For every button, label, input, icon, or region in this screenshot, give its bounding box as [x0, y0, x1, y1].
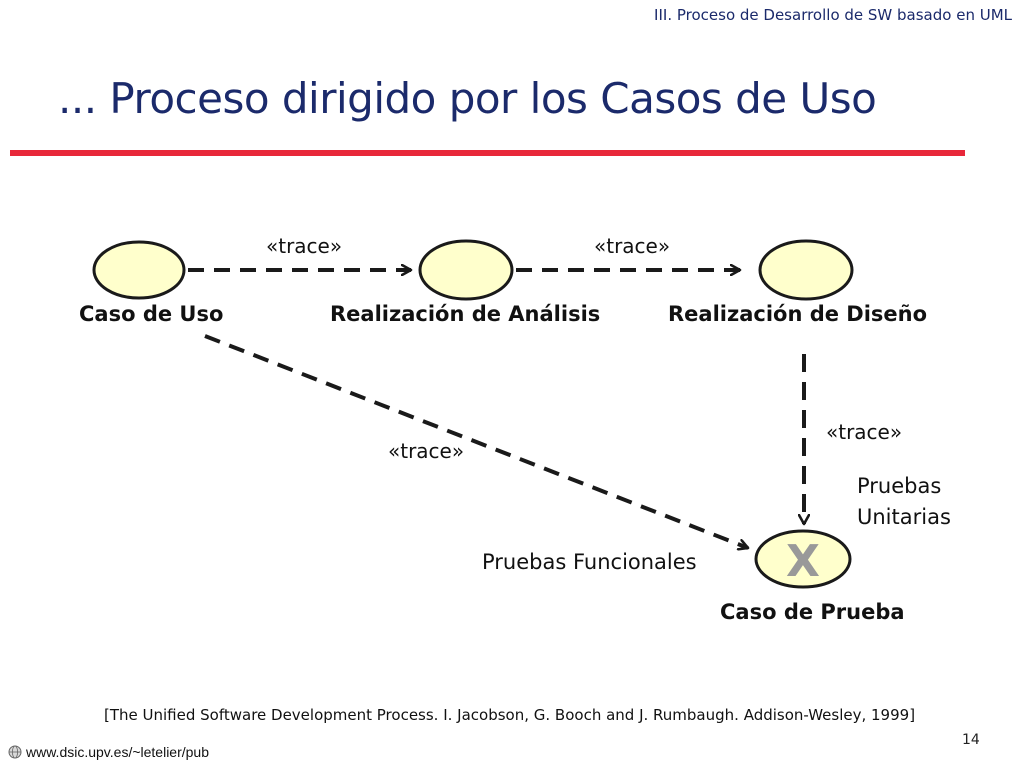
use-case-label: Caso de Uso: [79, 302, 224, 326]
test-case-label: Caso de Prueba: [720, 600, 905, 624]
slide-title: ... Proceso dirigido por los Casos de Us…: [58, 74, 877, 123]
page-number: 14: [962, 732, 980, 748]
analysis-realization-ellipse: [418, 239, 514, 301]
globe-icon: [8, 745, 22, 759]
use-case-ellipse: [92, 240, 186, 300]
footer-url[interactable]: www.dsic.upv.es/~letelier/pub: [26, 744, 209, 760]
test-case-x-mark: X: [786, 536, 820, 587]
section-header: III. Proceso de Desarrollo de SW basado …: [654, 6, 1012, 24]
design-realization-ellipse: [758, 239, 854, 301]
functional-tests-label: Pruebas Funcionales: [482, 550, 697, 574]
trace-arrow-usecase-to-testcase: [204, 334, 748, 548]
trace-label-usecase-analysis: «trace»: [266, 234, 343, 258]
trace-label-usecase-testcase: «trace»: [388, 439, 465, 463]
trace-label-design-testcase: «trace»: [826, 420, 903, 444]
citation-reference: [The Unified Software Development Proces…: [104, 706, 916, 724]
trace-label-analysis-design: «trace»: [594, 234, 671, 258]
unit-tests-label-line1: Pruebas: [857, 474, 942, 498]
test-case-ellipse: [754, 529, 852, 589]
design-realization-label: Realización de Diseño: [668, 302, 928, 326]
footer: www.dsic.upv.es/~letelier/pub: [8, 744, 209, 760]
analysis-realization-label: Realización de Análisis: [330, 302, 601, 326]
title-underline: [10, 150, 965, 156]
unit-tests-label-line2: Unitarias: [857, 505, 951, 529]
